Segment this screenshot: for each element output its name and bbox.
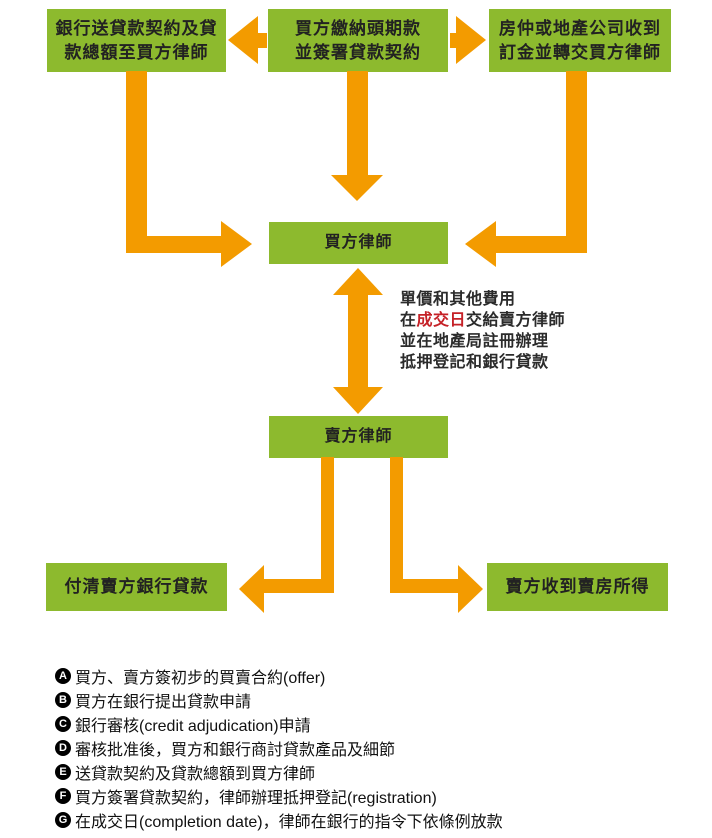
legend-item-a: A 買方、賣方簽初步的買賣合約(offer) <box>55 664 503 688</box>
legend-item-text: 買方在銀行提出貸款申請 <box>75 694 252 711</box>
circled-letter-icon: B <box>55 692 71 708</box>
completion-day-highlight: 成交日 <box>416 312 467 329</box>
arrow-right-L-vertical <box>566 71 587 253</box>
arrow-middle-down-stem <box>347 71 368 176</box>
arrow-left-L-horizontal <box>126 236 221 253</box>
legend: A 買方、賣方簽初步的買賣合約(offer) B 買方在銀行提出貸款申請 C 銀… <box>55 664 503 832</box>
circled-letter-icon: A <box>55 668 71 684</box>
arrow-right-L-horizontal <box>495 236 586 253</box>
legend-item-f: F 買方簽署貸款契約，律師辦理抵押登記(registration) <box>55 784 503 808</box>
double-arrow-down-head-icon <box>333 387 383 414</box>
box-text-line: 買方繳納頭期款 <box>295 18 421 38</box>
box-text-line: 賣方收到賣房所得 <box>505 577 650 596</box>
box-pay-off-seller-loan: 付清賣方銀行貸款 <box>46 563 227 611</box>
annotation-line: 單價和其他費用 <box>400 291 516 308</box>
legend-item-c: C 銀行審核(credit adjudication)申請 <box>55 712 503 736</box>
box-text-line: 銀行送貸款契約及貸 <box>55 18 218 38</box>
legend-item-text: 銀行審核(credit adjudication)申請 <box>75 718 311 735</box>
box-text-line: 並簽署貸款契約 <box>295 42 421 62</box>
arrow-bottom-left-vertical <box>321 457 334 593</box>
arrow-bottom-left-horizontal <box>263 579 334 593</box>
box-seller-receives-proceeds: 賣方收到賣房所得 <box>487 563 668 611</box>
box-buyer-pays-downpayment: 買方繳納頭期款 並簽署貸款契約 <box>268 9 448 72</box>
arrow-left-L-head-icon <box>221 221 252 267</box>
legend-item-g: G 在成交日(completion date)，律師在銀行的指令下依條例放款 <box>55 808 503 832</box>
legend-item-text: 審核批准後，買方和銀行商討貸款產品及細節 <box>75 742 396 759</box>
double-arrow-up-head-icon <box>333 268 383 295</box>
box-agent-receives-deposit: 房仲或地產公司收到 訂金並轉交買方律師 <box>489 9 671 72</box>
legend-item-text: 買方簽署貸款契約，律師辦理抵押登記(registration) <box>75 790 437 807</box>
box-text-line: 買方律師 <box>324 234 393 251</box>
circled-letter-icon: E <box>55 764 71 780</box>
annotation-line: 抵押登記和銀行貸款 <box>400 354 549 371</box>
circled-letter-icon: F <box>55 788 71 804</box>
arrow-bottom-right-head-icon <box>458 565 483 613</box>
arrow-left-head-icon <box>228 16 258 64</box>
box-text-line: 訂金並轉交買方律師 <box>499 42 661 62</box>
arrow-bottom-left-head-icon <box>239 565 264 613</box>
legend-item-text: 送貸款契約及貸款總額到買方律師 <box>75 766 316 783</box>
circled-letter-icon: C <box>55 716 71 732</box>
box-seller-lawyer: 賣方律師 <box>269 416 448 458</box>
box-text-line: 付清賣方銀行貸款 <box>64 577 209 596</box>
arrow-left-tail <box>254 33 267 48</box>
legend-item-text: 在成交日(completion date)，律師在銀行的指令下依條例放款 <box>75 814 503 831</box>
legend-item-b: B 買方在銀行提出貸款申請 <box>55 688 503 712</box>
legend-item-d: D 審核批准後，買方和銀行商討貸款產品及細節 <box>55 736 503 760</box>
box-buyer-lawyer: 買方律師 <box>269 222 448 264</box>
annotation-line: 並在地產局註冊辦理 <box>400 333 549 350</box>
arrow-bottom-right-vertical <box>390 457 403 593</box>
box-text-line: 房仲或地產公司收到 <box>499 18 661 38</box>
box-text-line: 賣方律師 <box>324 428 393 445</box>
arrow-right-head-icon <box>456 16 486 64</box>
arrow-middle-down-head-icon <box>331 175 383 201</box>
box-text-line: 款總額至買方律師 <box>64 42 209 62</box>
completion-day-annotation: 單價和其他費用 在成交日交給賣方律師 並在地產局註冊辦理 抵押登記和銀行貸款 <box>400 289 565 373</box>
legend-item-text: 買方、賣方簽初步的買賣合約(offer) <box>75 670 326 687</box>
circled-letter-icon: G <box>55 812 71 828</box>
double-arrow-stem <box>348 293 368 389</box>
box-bank-sends-loan-contract: 銀行送貸款契約及貸 款總額至買方律師 <box>47 9 226 72</box>
arrow-bottom-right-horizontal <box>390 579 459 593</box>
arrow-left-L-vertical <box>126 71 147 253</box>
circled-letter-icon: D <box>55 740 71 756</box>
arrow-right-L-head-icon <box>465 221 496 267</box>
annotation-line: 在成交日交給賣方律師 <box>400 312 566 329</box>
legend-item-e: E 送貸款契約及貸款總額到買方律師 <box>55 760 503 784</box>
